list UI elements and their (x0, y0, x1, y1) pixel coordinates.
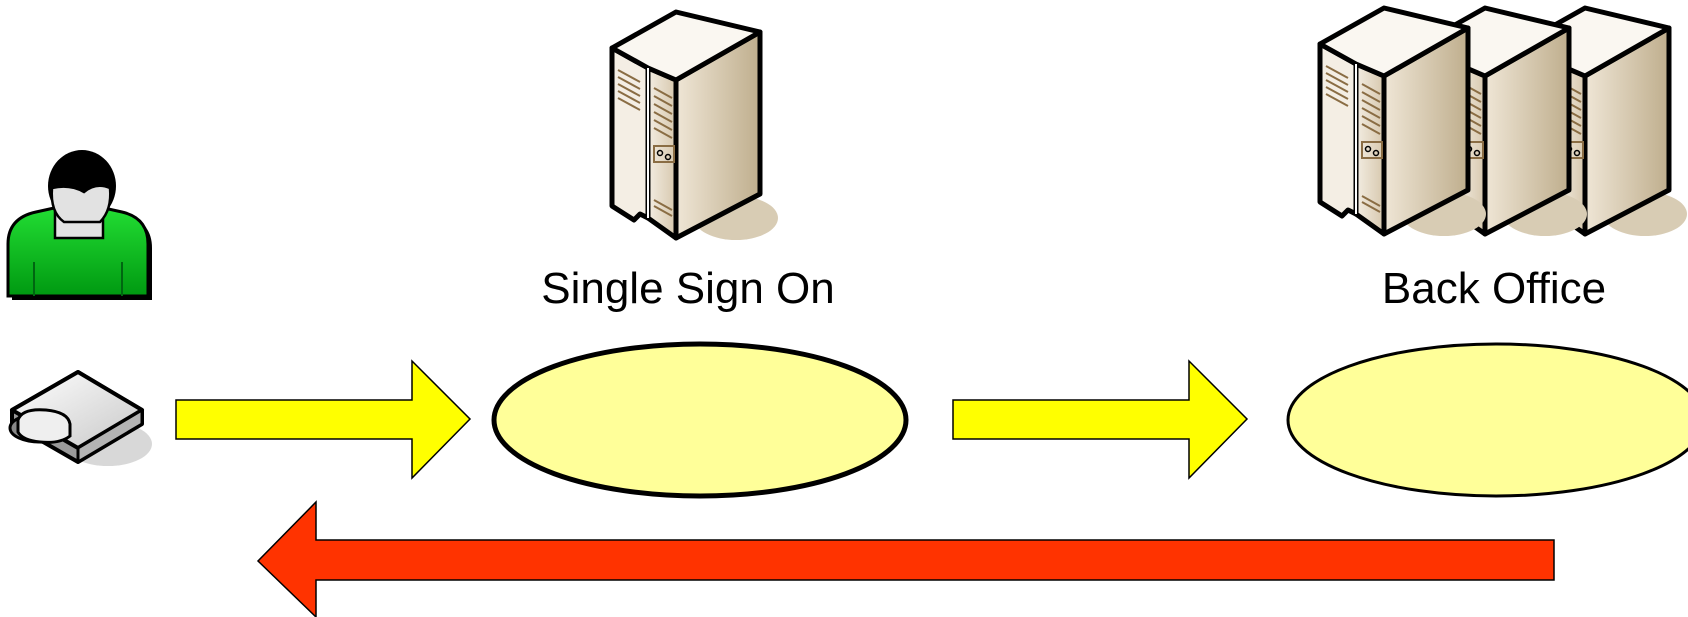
smart-card-reader-icon (10, 372, 152, 466)
sso-label: Single Sign On (541, 264, 835, 313)
server-tower-icon (612, 12, 778, 240)
person-icon (8, 150, 152, 300)
back-office-node (1288, 344, 1688, 496)
sso-node (494, 344, 906, 496)
request-arrow-to-sso (176, 361, 470, 478)
server-cluster-icon (1320, 8, 1687, 236)
request-arrow-to-back-office (953, 361, 1247, 478)
response-arrow-to-client (258, 502, 1554, 617)
back-office-label: Back Office (1382, 264, 1606, 313)
